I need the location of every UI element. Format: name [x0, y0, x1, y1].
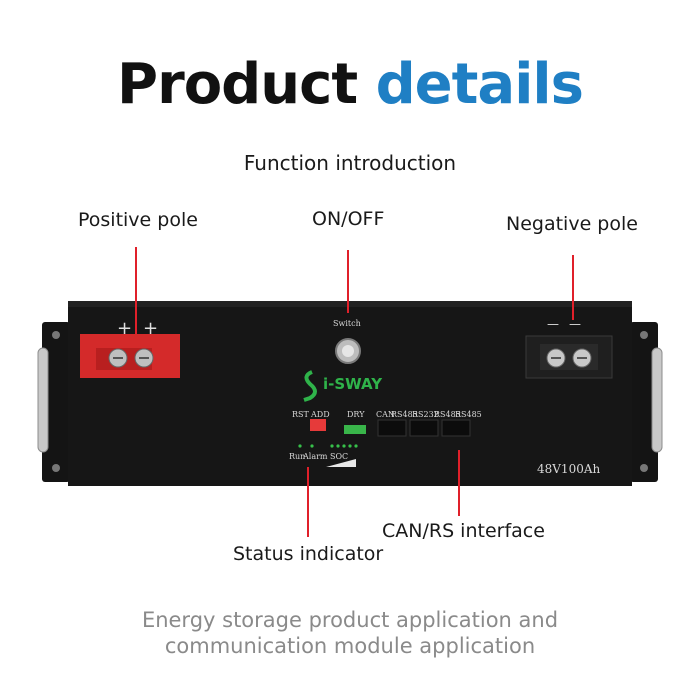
- can-rs-interface-label: CAN/RS interface: [382, 520, 545, 542]
- dry-label: DRY: [347, 410, 365, 419]
- title-word-details: details: [375, 52, 584, 117]
- can-label: CAN: [376, 410, 395, 419]
- title-word-product: Product: [117, 52, 358, 117]
- on-off-label: ON/OFF: [312, 208, 385, 230]
- right-rack-ear: [630, 322, 658, 482]
- rs485-label-1: RS485: [391, 410, 418, 419]
- page-title: Product details: [0, 52, 700, 117]
- model-text: 48V100Ah: [537, 462, 601, 476]
- can-port: [377, 419, 407, 437]
- rs485-label-3: RS485: [455, 410, 482, 419]
- status-indicator-pointer: [307, 467, 309, 537]
- front-panel: [68, 301, 632, 486]
- rs232-label: RS232: [412, 410, 439, 419]
- on-off-pointer: [347, 250, 349, 313]
- brand-logo-icon: [303, 370, 317, 402]
- function-introduction-heading: Function introduction: [243, 151, 457, 175]
- soc-indicator-wedge: [326, 459, 356, 467]
- footer-line-1: Energy storage product application and: [141, 608, 559, 632]
- rs485-port-2: [441, 419, 471, 437]
- minus-mark-2: —: [569, 317, 581, 331]
- left-handle: [37, 347, 49, 453]
- negative-pole-label: Negative pole: [506, 213, 638, 235]
- right-handle: [651, 347, 663, 453]
- brand-name: i-SWAY: [323, 375, 383, 393]
- rst-label: RST: [292, 410, 309, 419]
- soc-label: SOC: [330, 452, 349, 461]
- dry-contact-connector: [344, 425, 366, 434]
- alarm-label: Alarm: [303, 452, 328, 461]
- rs485-port: [409, 419, 439, 437]
- plus-mark-1: +: [117, 318, 133, 339]
- left-rack-ear: [42, 322, 70, 482]
- run-label: Run: [289, 452, 306, 461]
- positive-pole-label: Positive pole: [78, 209, 198, 231]
- minus-mark-1: —: [547, 317, 559, 331]
- can-rs-pointer: [458, 450, 460, 516]
- footer-line-2: communication module application: [164, 634, 536, 658]
- status-indicator-label: Status indicator: [233, 543, 384, 565]
- positive-pole-pointer: [135, 247, 137, 334]
- negative-pole-pointer: [572, 255, 574, 320]
- dip-switch: [310, 419, 326, 431]
- switch-text: Switch: [333, 319, 361, 328]
- rs485-label-2: RS485: [434, 410, 461, 419]
- plus-mark-2: +: [143, 318, 159, 339]
- add-label: ADD: [311, 410, 330, 419]
